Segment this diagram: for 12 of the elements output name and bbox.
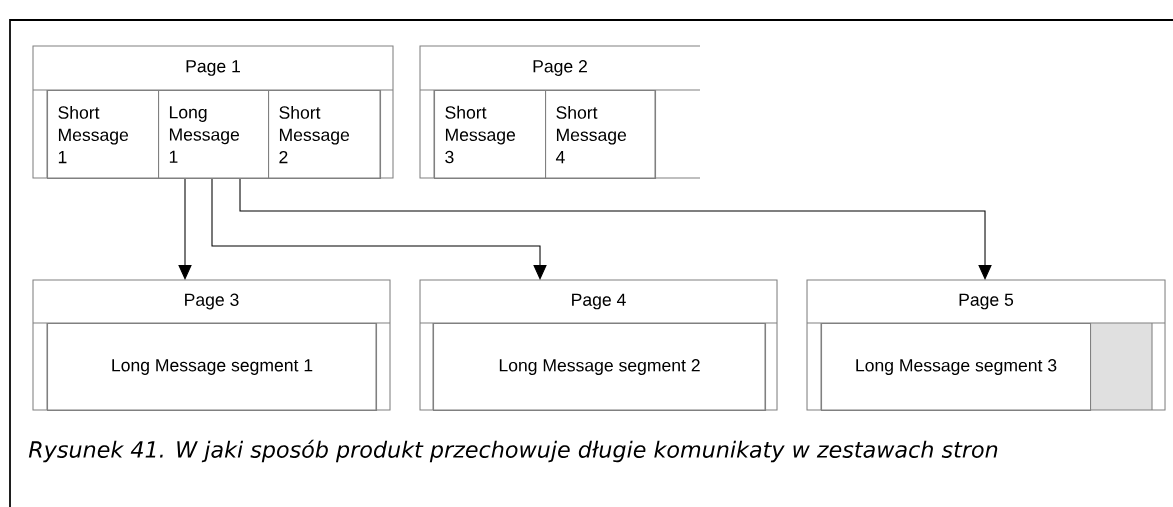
segment-cell: Long Message segment 3 [821, 323, 1092, 412]
arrow [178, 178, 192, 280]
message-cell: Short Message 4 [545, 90, 657, 180]
arrow [239, 178, 992, 280]
message-cell: Short Message 3 [434, 90, 547, 180]
segment-cell: Long Message segment 1 [47, 323, 378, 412]
arrow [211, 178, 547, 280]
figure-caption: Rysunek 41. W jaki sposób produkt przechowuje długie komunikaty w zestawach stron [28, 439, 998, 463]
message-cell: Short Message 2 [268, 90, 382, 180]
message-cell: Long Message 1 [158, 90, 270, 180]
segment-cell: Long Message segment 2 [433, 323, 767, 412]
message-cell: Short Message 1 [47, 90, 160, 180]
